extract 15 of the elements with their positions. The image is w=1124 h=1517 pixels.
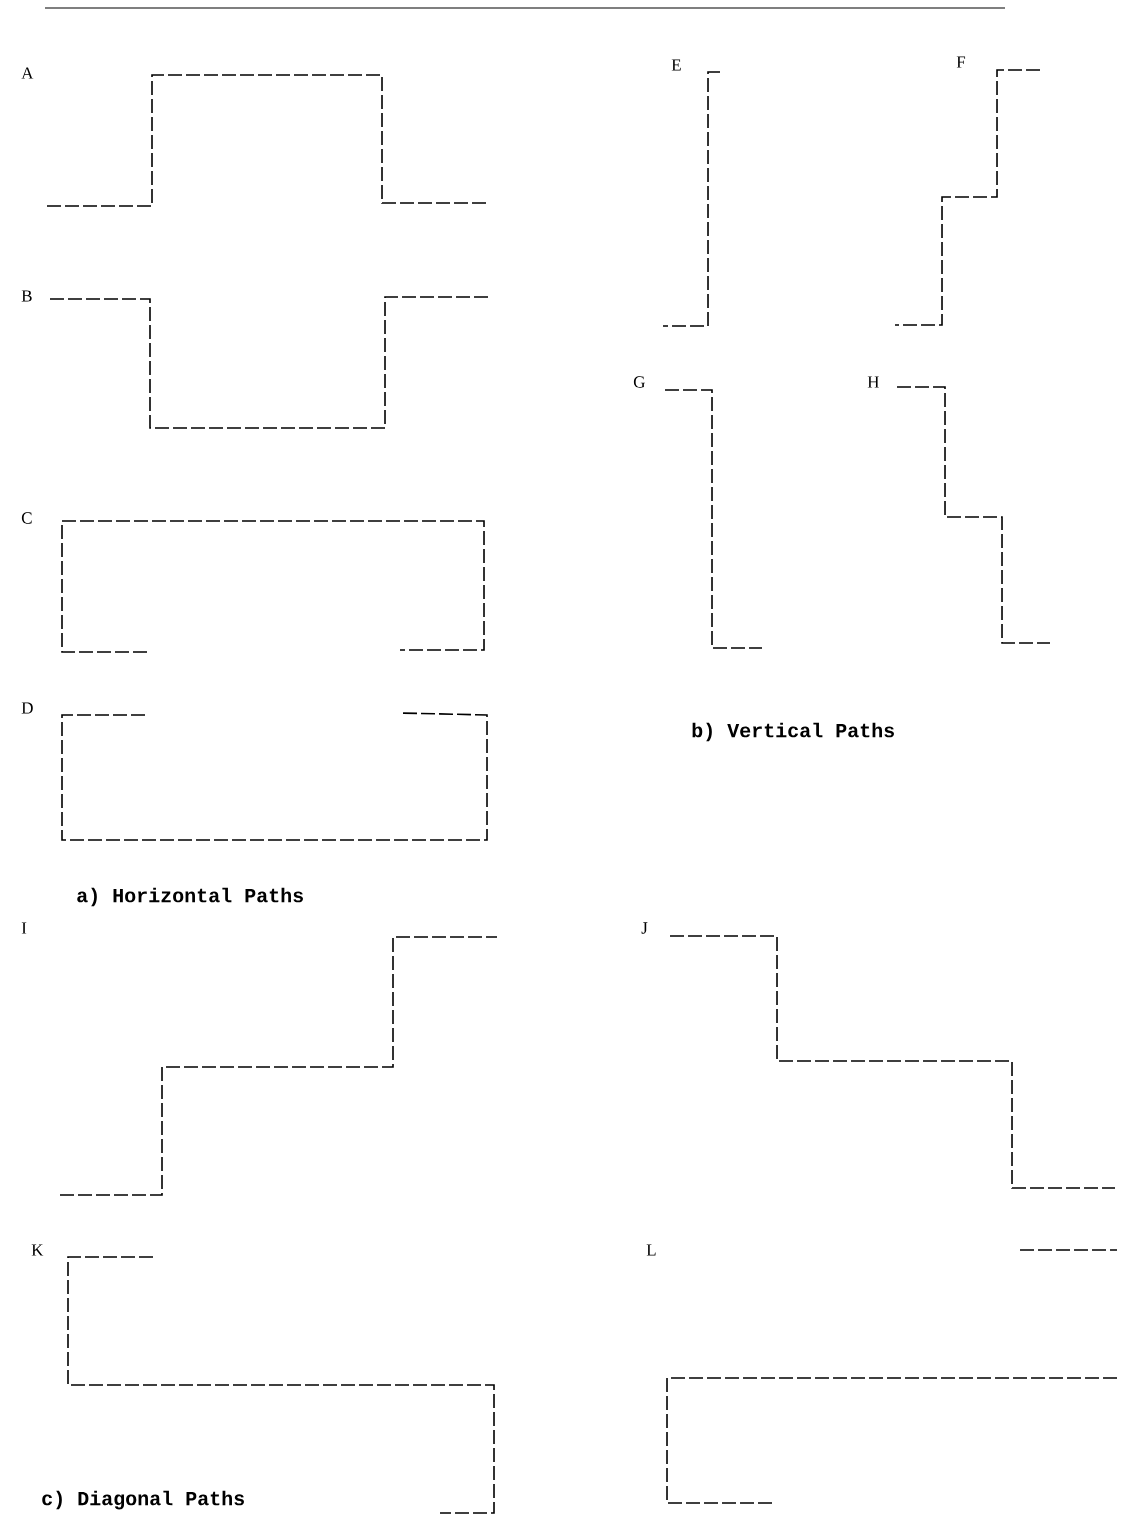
path-letter: E bbox=[671, 59, 681, 71]
path-letter: K bbox=[31, 1244, 44, 1256]
figure-caption: a) Horizontal Paths bbox=[77, 887, 303, 907]
path-letter: B bbox=[21, 290, 32, 302]
path-letter: I bbox=[21, 922, 27, 934]
path-letter: A bbox=[21, 67, 34, 79]
path-letter: H bbox=[867, 376, 879, 388]
path-letter: D bbox=[21, 702, 33, 714]
path-letter: L bbox=[646, 1244, 656, 1256]
path-letter: F bbox=[956, 56, 966, 68]
figure-caption: b) Vertical Paths bbox=[692, 722, 894, 742]
path-letter: C bbox=[21, 512, 32, 524]
path-letter: J bbox=[641, 922, 648, 934]
figure-caption: c) Diagonal Paths bbox=[42, 1490, 244, 1510]
path-letter: G bbox=[633, 376, 645, 388]
